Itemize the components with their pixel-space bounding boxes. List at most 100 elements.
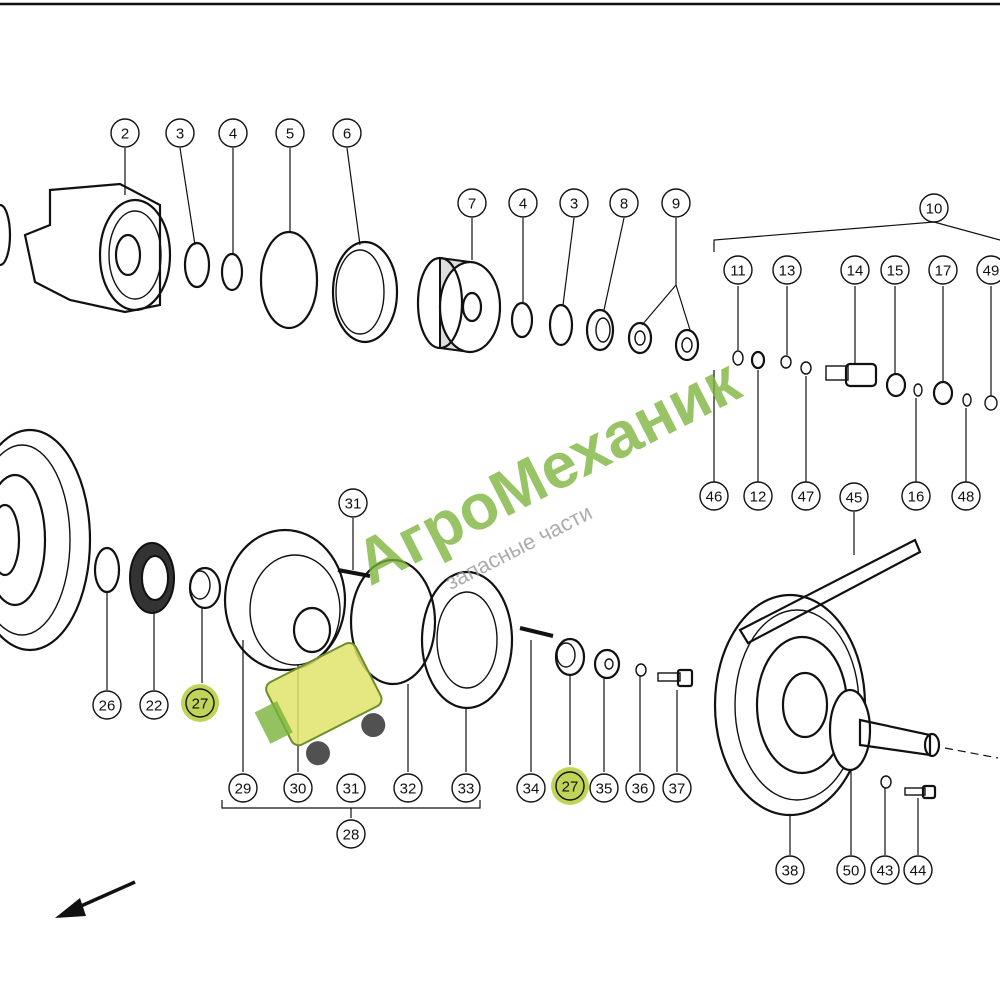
part-16-washer — [913, 383, 923, 397]
part-45-belt — [738, 538, 922, 645]
part-17-nut — [932, 380, 954, 406]
part-4-oring — [220, 252, 244, 292]
callout-label: 29 — [235, 781, 252, 798]
callout-c14: 14 — [840, 255, 870, 285]
callout-label: 6 — [343, 126, 351, 143]
callout-c36: 36 — [625, 773, 655, 803]
callout-label: 3 — [176, 126, 184, 143]
part-29-30-hub — [223, 528, 347, 672]
callout-circle — [559, 188, 589, 218]
callout-c31b: 31 — [336, 773, 366, 803]
part-27b-bushing — [554, 637, 586, 677]
callout-c28: 28 — [336, 819, 366, 849]
callout-circle — [723, 255, 753, 285]
part-2-housing — [23, 182, 172, 314]
callout-c30: 30 — [283, 773, 313, 803]
part-7-cylinder — [416, 256, 502, 354]
part-35-washer — [593, 648, 621, 680]
callout-c47: 47 — [791, 481, 821, 511]
callout-label: 33 — [458, 781, 475, 798]
callout-label: 7 — [468, 196, 476, 213]
callout-label: 4 — [519, 196, 527, 213]
callout-label: 31 — [345, 496, 362, 513]
part-27-bushing — [188, 566, 222, 610]
callout-c46: 46 — [699, 481, 729, 511]
callout-label: 28 — [343, 827, 360, 844]
callout-label: 36 — [632, 781, 649, 798]
callout-circle — [625, 773, 655, 803]
part-6-ring — [331, 240, 399, 344]
part-13-nut — [780, 355, 792, 369]
part-3-ring — [183, 241, 211, 289]
callout-c29: 29 — [228, 773, 258, 803]
callout-label: 15 — [887, 263, 904, 280]
part-47-nut — [800, 361, 812, 375]
callout-circle — [609, 188, 639, 218]
callout-c3a: 3 — [165, 118, 195, 148]
callout-circle — [336, 773, 366, 803]
part-8-seal — [585, 308, 615, 352]
part-50-shaft — [828, 688, 999, 772]
callout-circle — [976, 255, 1000, 285]
callout-label: 38 — [782, 863, 799, 880]
callout-label: 31 — [343, 781, 360, 798]
part-15-nut — [885, 372, 907, 398]
callout-c4a: 4 — [218, 118, 248, 148]
part-37-bolt — [657, 668, 694, 688]
callout-c4b: 4 — [508, 188, 538, 218]
callout-circle — [338, 488, 368, 518]
callout-circle — [92, 690, 122, 720]
callout-circle — [919, 193, 949, 223]
callout-circle — [457, 188, 487, 218]
callout-label: 48 — [958, 489, 975, 506]
callout-c26: 26 — [92, 690, 122, 720]
part-9-nuts — [627, 321, 700, 362]
part-26-ring — [93, 546, 121, 594]
callout-label: 30 — [290, 781, 307, 798]
arrow-down-left-icon — [55, 880, 136, 918]
callout-label: 32 — [400, 781, 417, 798]
part-4b-oring — [510, 301, 534, 339]
callout-label: 14 — [847, 263, 864, 280]
callout-label: 50 — [843, 863, 860, 880]
callout-c32: 32 — [393, 773, 423, 803]
callout-label: 27 — [192, 696, 209, 713]
callout-circle — [589, 773, 619, 803]
callout-circle — [393, 773, 423, 803]
callout-label: 9 — [672, 196, 680, 213]
callout-circle — [661, 188, 691, 218]
callout-circle — [508, 188, 538, 218]
callout-c10: 10 — [919, 193, 949, 223]
callout-label: 26 — [99, 698, 116, 715]
callout-c8: 8 — [609, 188, 639, 218]
callout-circle — [903, 855, 933, 885]
part-14-fitting — [825, 362, 878, 388]
callout-label: 16 — [908, 489, 925, 506]
watermark: АгроМеханик запасные части — [254, 343, 752, 766]
callout-circle — [139, 690, 169, 720]
callout-circle — [791, 481, 821, 511]
gear-wrench-logo-icon — [254, 641, 386, 766]
callout-c3b: 3 — [559, 188, 589, 218]
callout-label: 22 — [146, 698, 163, 715]
callout-circle — [185, 688, 215, 718]
callout-c37: 37 — [662, 773, 692, 803]
callout-label: 35 — [596, 781, 613, 798]
callout-circle — [451, 773, 481, 803]
callout-circle — [836, 855, 866, 885]
part-43-washer — [880, 775, 892, 789]
callout-circle — [332, 118, 362, 148]
callout-label: 44 — [910, 863, 927, 880]
callout-label: 47 — [798, 489, 815, 506]
callout-c13: 13 — [772, 255, 802, 285]
callout-circle — [870, 855, 900, 885]
callout-circle — [110, 118, 140, 148]
callout-circle — [555, 771, 585, 801]
part-12-bushing — [750, 350, 766, 370]
callout-label: 17 — [935, 263, 952, 280]
part-36-washer — [635, 663, 647, 677]
callout-label: 4 — [229, 126, 237, 143]
callout-c15: 15 — [880, 255, 910, 285]
callout-c27a: 27 — [181, 684, 219, 722]
